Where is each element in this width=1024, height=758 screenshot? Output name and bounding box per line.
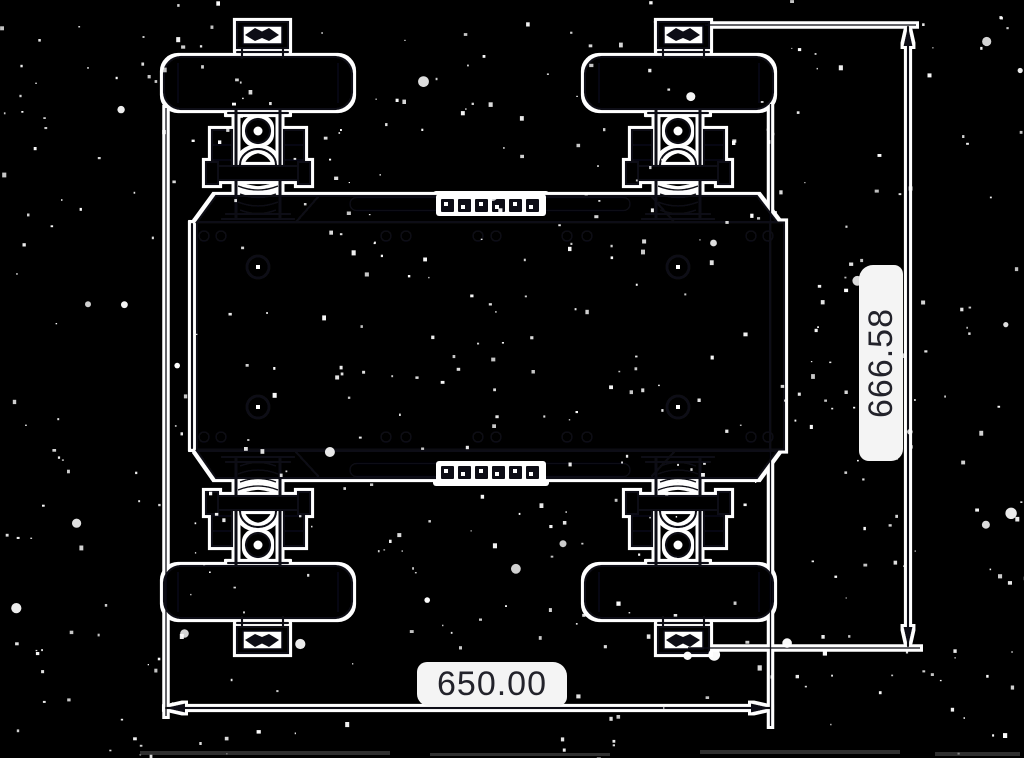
width-dimension-label: 650.00	[417, 662, 567, 706]
logo-emboss-bottom	[436, 461, 546, 483]
wheel-front-right	[583, 20, 775, 111]
extension-lines-width	[165, 104, 772, 726]
wheel-rear-right	[583, 564, 775, 655]
dim-arrow-down-icon	[903, 627, 913, 647]
bottom-bumper	[194, 449, 780, 483]
dim-arrow-left-icon	[165, 703, 185, 713]
wheel-rear-left	[162, 564, 354, 655]
horizontal-dimension	[164, 703, 772, 713]
height-dimension-label: 666.58	[859, 265, 903, 461]
vertical-dimension	[688, 24, 920, 649]
dim-arrow-up-icon	[903, 26, 913, 46]
wheel-front-left	[162, 20, 354, 111]
plate-holes	[198, 230, 774, 443]
bottom-smudges	[140, 750, 1020, 756]
base-plate	[190, 221, 786, 451]
top-bumper	[194, 194, 780, 224]
dim-arrow-right-icon	[751, 703, 771, 713]
